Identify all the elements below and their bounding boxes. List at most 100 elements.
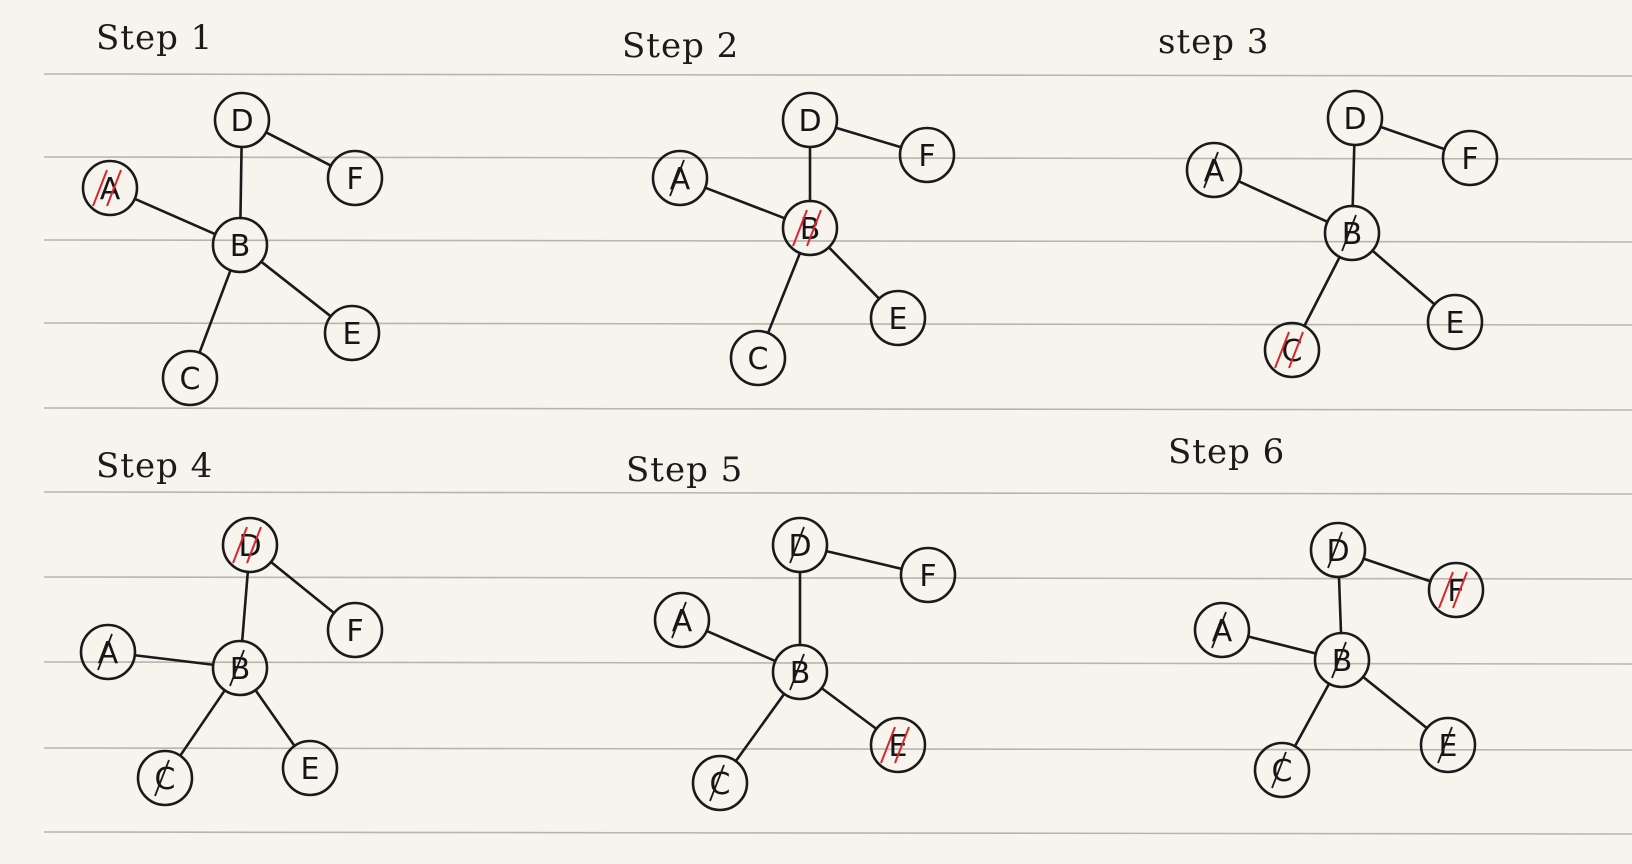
edge-B-D [1337, 575, 1343, 635]
node-label: D [230, 104, 253, 139]
edge-A-B [1246, 635, 1318, 655]
node-label: E [1446, 306, 1465, 341]
visited-mark [1331, 641, 1347, 679]
ruled-line [43, 407, 1632, 411]
node-E: E [281, 739, 339, 797]
node-circle [1185, 141, 1243, 199]
visited-mark [894, 726, 910, 764]
node-circle [211, 216, 269, 274]
node-label: C [1272, 754, 1293, 789]
visited-mark [1341, 214, 1357, 252]
edge-A-B [703, 186, 787, 220]
node-label: E [301, 752, 320, 787]
visited-mark [1271, 751, 1287, 789]
node-C: C [729, 329, 787, 387]
node-circle [1263, 321, 1321, 379]
node-C: C [691, 754, 749, 812]
node-label: B [790, 656, 811, 691]
visited-mark [92, 169, 108, 207]
node-label: C [180, 362, 201, 397]
visited-mark [669, 159, 685, 197]
node-label: A [672, 604, 693, 639]
node-F: F [326, 149, 384, 207]
node-D: D [771, 516, 829, 574]
edge-D-F [1362, 557, 1432, 583]
node-C: C [1263, 321, 1321, 379]
node-E: E [1419, 716, 1477, 774]
node-B: B [211, 216, 269, 274]
node-label: A [100, 172, 121, 207]
node-circle [1193, 601, 1251, 659]
node-circle [1427, 561, 1485, 619]
visited-mark [232, 526, 248, 564]
visited-mark [671, 601, 687, 639]
edge-B-C [178, 689, 227, 757]
visited-mark [1437, 726, 1453, 764]
node-E: E [869, 289, 927, 347]
node-circle [323, 304, 381, 362]
node-circle [221, 516, 279, 574]
visited-mark [1274, 331, 1290, 369]
node-D: D [1309, 521, 1367, 579]
visited-mark [154, 759, 170, 797]
node-circle [326, 149, 384, 207]
visited-mark [880, 726, 896, 764]
node-F: F [898, 126, 956, 184]
ruled-line [43, 73, 1632, 77]
visited-mark [97, 633, 113, 671]
node-label: D [798, 104, 821, 139]
node-A: A [1193, 601, 1251, 659]
node-circle [211, 639, 269, 697]
node-circle [771, 643, 829, 701]
node-label: A [670, 162, 691, 197]
node-C: C [136, 749, 194, 807]
graph-step-4: A BC D E F [79, 516, 384, 807]
node-F: F [1427, 561, 1485, 619]
visited-mark [1211, 611, 1227, 649]
node-label: F [346, 162, 363, 197]
node-circle [79, 623, 137, 681]
graph-step-2: A B C D E F [651, 91, 956, 387]
step-4-label: Step 4 [96, 446, 214, 486]
visited-mark [789, 526, 805, 564]
node-E: E [1426, 293, 1484, 351]
node-A: A [653, 591, 711, 649]
visited-mark [106, 169, 122, 207]
visited-mark [1327, 531, 1343, 569]
node-circle [899, 546, 957, 604]
edge-B-E [820, 686, 878, 731]
node-A: A [651, 149, 709, 207]
node-C: C [1253, 741, 1311, 799]
node-circle [81, 159, 139, 217]
node-B: B [771, 643, 829, 701]
node-circle [653, 591, 711, 649]
node-circle [1326, 89, 1384, 147]
node-B: B [211, 639, 269, 697]
node-A: A [79, 623, 137, 681]
edge-B-E [254, 688, 296, 748]
node-C: C [161, 349, 219, 407]
ruled-line [43, 156, 1632, 160]
node-label: F [1461, 142, 1478, 177]
node-D: D [213, 91, 271, 149]
node-label: B [1342, 217, 1363, 252]
node-circle [1309, 521, 1367, 579]
node-label: B [800, 212, 821, 247]
node-circle [213, 91, 271, 149]
edge-B-C [766, 251, 802, 335]
node-E: E [323, 304, 381, 362]
node-circle [1419, 716, 1477, 774]
ruled-line [43, 747, 1632, 751]
step-5-label: Step 5 [626, 450, 744, 490]
node-F: F [326, 601, 384, 659]
node-F: F [899, 546, 957, 604]
visited-mark [806, 209, 822, 247]
edge-A-B [133, 197, 217, 236]
edge-B-C [734, 692, 786, 763]
node-B: B [1323, 204, 1381, 262]
node-D: D [221, 516, 279, 574]
ruled-line [43, 661, 1632, 665]
node-label: E [889, 729, 908, 764]
visited-mark [246, 526, 262, 564]
